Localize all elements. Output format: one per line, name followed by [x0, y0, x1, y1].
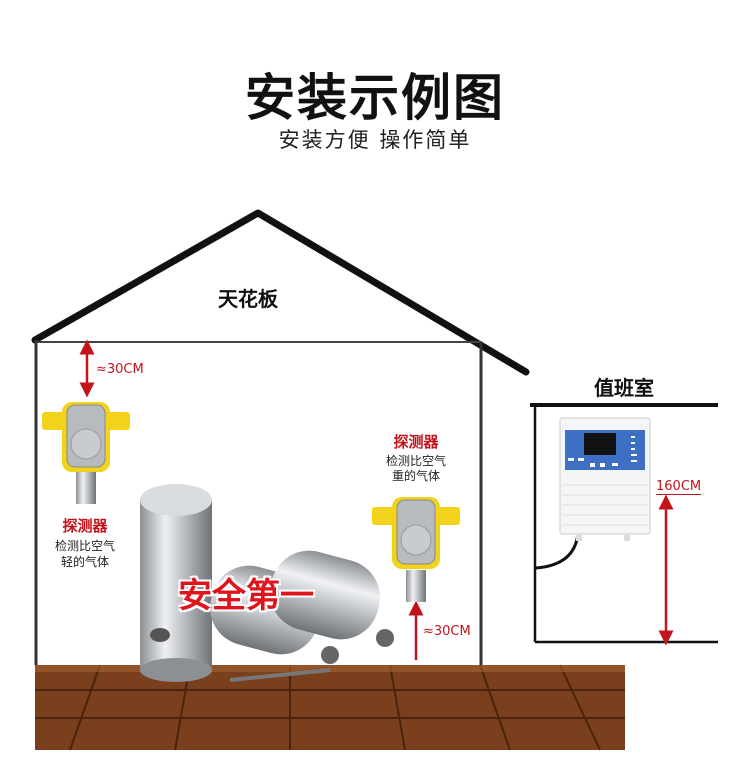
- height-label: 160CM: [656, 479, 702, 495]
- alarm-controller: [535, 417, 651, 570]
- detector-high-desc-1: 检测比空气: [54, 539, 115, 553]
- ceiling-distance-label: ≈30CM: [96, 362, 144, 377]
- wooden-floor: [35, 664, 625, 751]
- detector-low-desc-1: 检测比空气: [385, 454, 446, 468]
- safety-slogan: 安全第一: [178, 576, 314, 616]
- floor-distance-label: ≈30CM: [423, 624, 471, 639]
- detector-low-title: 探测器: [393, 433, 439, 451]
- detector-low: [372, 497, 460, 602]
- detector-high: [42, 402, 130, 504]
- detector-high-title: 探测器: [62, 517, 108, 535]
- page-subtitle: 安装方便 操作简单: [278, 128, 472, 152]
- duty-room-label: 值班室: [594, 376, 654, 400]
- page-title: 安装示例图: [245, 69, 505, 127]
- roof-line: [31, 209, 530, 376]
- ceiling-label: 天花板: [218, 287, 278, 311]
- detector-low-desc-2: 重的气体: [391, 469, 440, 483]
- detector-high-desc-2: 轻的气体: [60, 555, 109, 569]
- gas-tanks: [140, 484, 394, 682]
